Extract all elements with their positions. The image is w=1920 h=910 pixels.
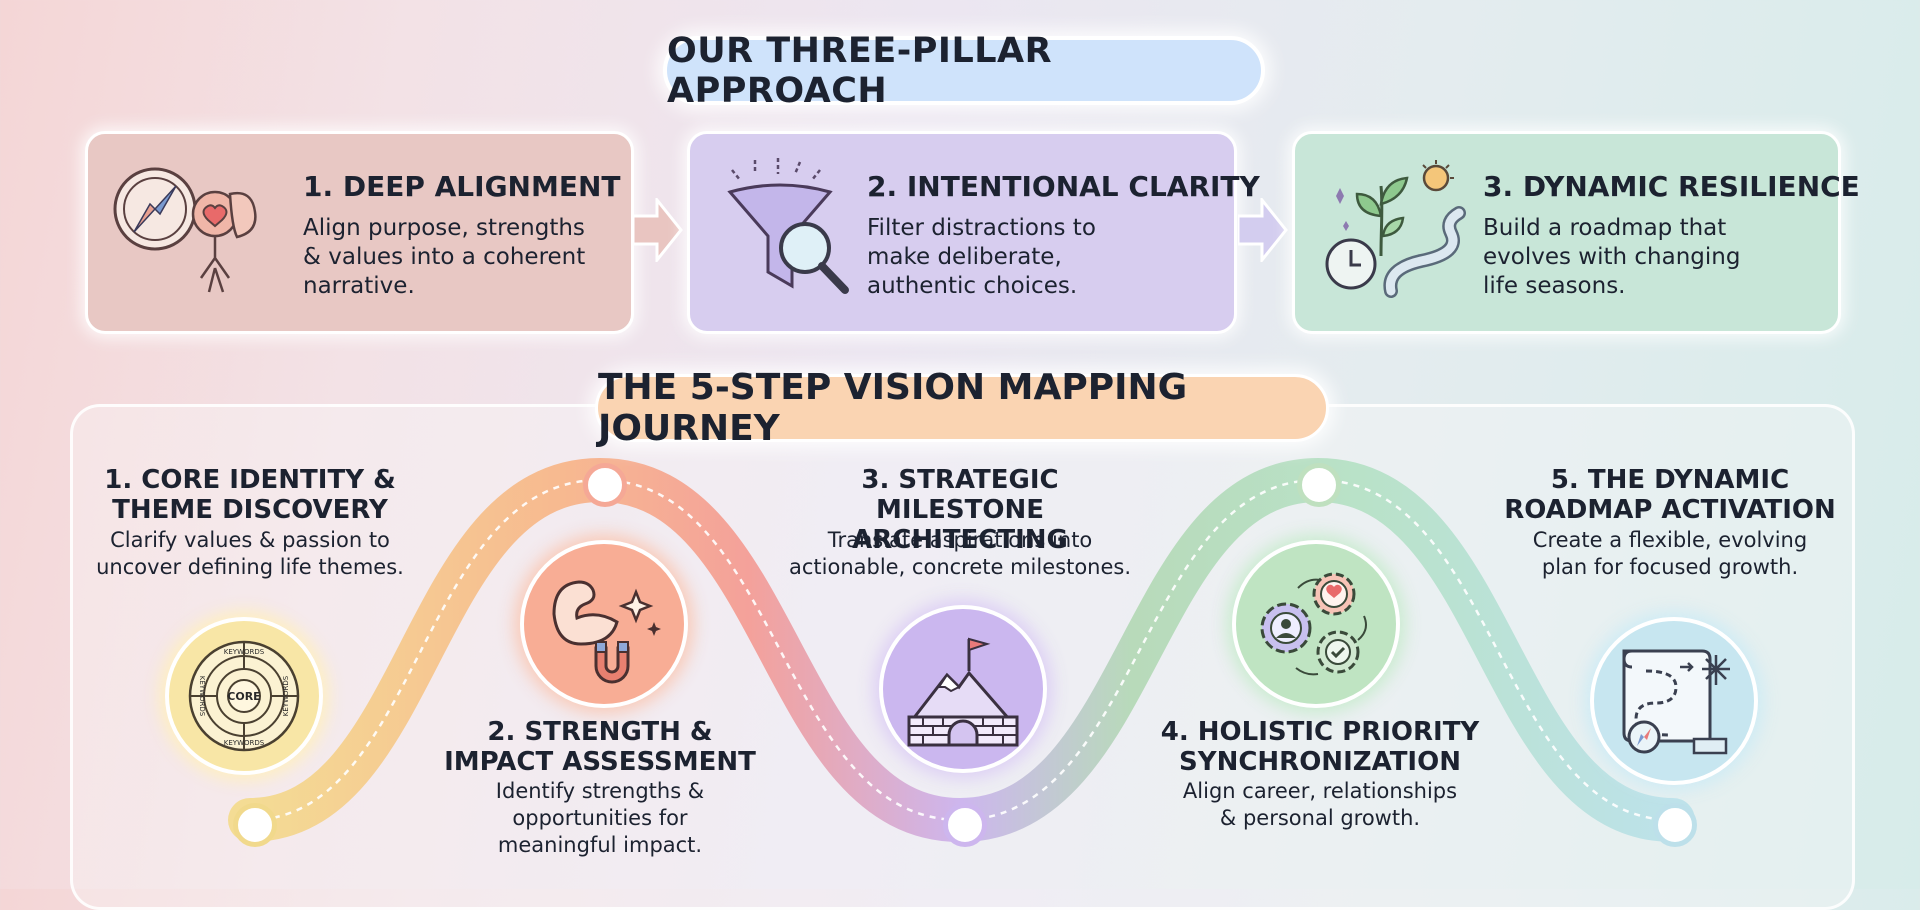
mountain-flag-icon	[879, 605, 1047, 773]
step-title: 1. CORE IDENTITY &THEME DISCOVERY	[104, 465, 396, 525]
compass-heart-brain-icon	[113, 167, 257, 293]
muscle-magnet-icon	[520, 540, 688, 708]
pillar-title: 1. DEEP ALIGNMENT	[303, 170, 621, 203]
keywords-label: KEYWORDS	[282, 675, 290, 716]
funnel-magnifier-icon	[727, 158, 849, 294]
pillar-title: 2. INTENTIONAL CLARITY	[867, 170, 1260, 203]
journey-title: THE 5-STEP VISION MAPPING JOURNEY	[595, 367, 1329, 449]
target-keywords-icon: CORE KEYWORDS KEYWORDS KEYWORDS KEYWORDS	[165, 617, 323, 775]
pillar-desc: Build a roadmap that evolves with changi…	[1483, 215, 1741, 299]
step-node-2	[583, 463, 627, 507]
core-label: CORE	[227, 690, 260, 703]
keywords-label: KEYWORDS	[224, 739, 265, 747]
step-desc: Align career, relationships& personal gr…	[1182, 779, 1458, 830]
gears-heart-person-icon	[1232, 540, 1400, 708]
map-compass-icon	[1590, 617, 1758, 785]
approach-title: OUR THREE-PILLAR APPROACH	[663, 31, 1265, 111]
pillar-card-dynamic-resilience: 3. DYNAMIC RESILIENCE Build a roadmap th…	[1292, 131, 1860, 334]
step-node-3	[943, 803, 987, 847]
keywords-label: KEYWORDS	[224, 648, 265, 656]
step-node-5	[1653, 803, 1697, 847]
arrow-right-icon	[1238, 198, 1288, 262]
pillar-desc: Align purpose, strengths & values into a…	[303, 215, 586, 299]
pillar-desc: Filter distractions to make deliberate, …	[867, 215, 1096, 299]
step-node-1	[233, 803, 277, 847]
keywords-label: KEYWORDS	[198, 676, 206, 717]
arrow-right-icon	[633, 198, 683, 262]
step-title: 2. STRENGTH &IMPACT ASSESSMENT	[444, 717, 756, 777]
pillar-title: 3. DYNAMIC RESILIENCE	[1483, 170, 1860, 203]
step-node-4	[1297, 463, 1341, 507]
pillar-card-intentional-clarity: 2. INTENTIONAL CLARITY Filter distractio…	[687, 131, 1260, 334]
plant-clock-road-icon	[1325, 160, 1466, 298]
